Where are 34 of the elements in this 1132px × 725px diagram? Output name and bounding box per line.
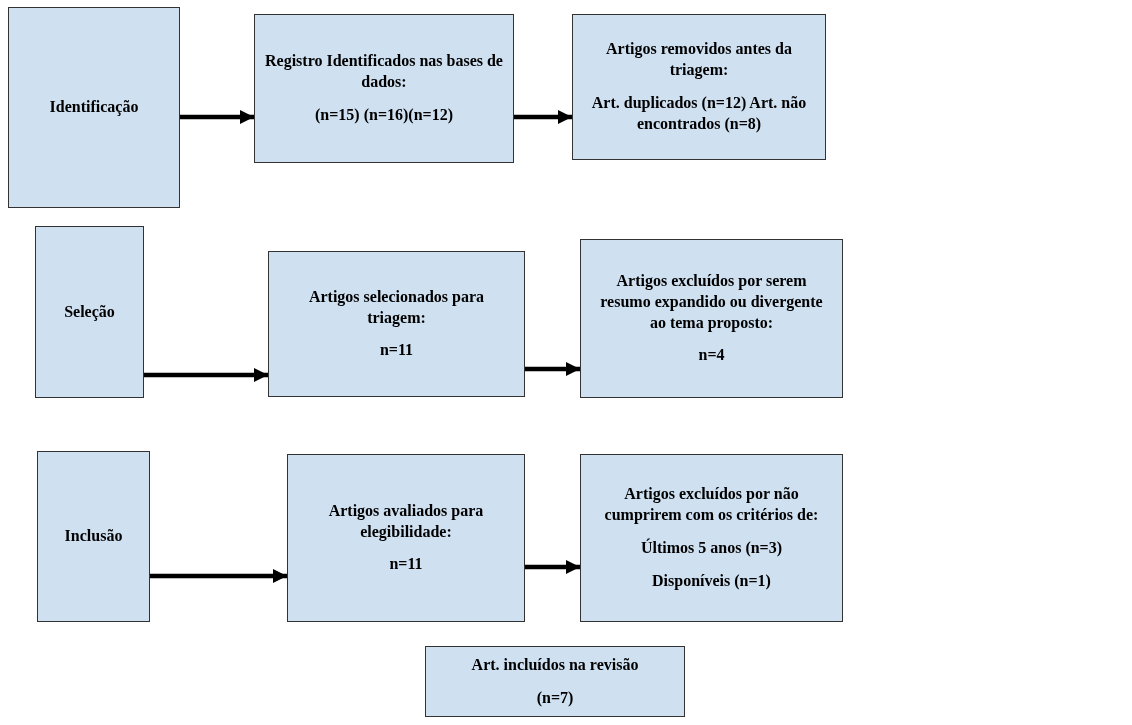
box-heading: Inclusão [64, 526, 123, 547]
process-box [580, 454, 843, 622]
box-heading: Artigos avaliados para elegibilidade: [327, 500, 485, 543]
box-text: Art. duplicados (n=12) Art. não encontrados (n=8) [590, 93, 808, 135]
box-heading: Art. incluídos na revisão [471, 654, 639, 675]
box-heading: Identificação [49, 97, 139, 118]
process-box [425, 646, 685, 717]
box-text: Últimos 5 anos (n=3) [640, 538, 783, 559]
box-text: Disponíveis (n=1) [652, 570, 771, 592]
box-heading: Artigos excluídos por serem resumo expandido ou divergente ao tema proposto: [599, 270, 824, 334]
box-text: (n=15) (n=16)(n=12) [315, 104, 453, 126]
box-text: (n=7) [536, 687, 574, 709]
arrow [144, 367, 268, 383]
process-box [572, 14, 826, 160]
arrow [514, 109, 572, 125]
box-heading: Registro Identificados nas bases de dados: [265, 51, 503, 93]
box-heading: Seleção [64, 301, 115, 323]
arrow [150, 568, 287, 584]
box-text: n=4 [698, 345, 725, 366]
box-text: n=11 [379, 340, 414, 361]
box-heading: Artigos removidos antes da triagem: [605, 39, 793, 81]
arrow [525, 559, 580, 575]
process-box [8, 7, 180, 208]
box-text: n=11 [389, 554, 423, 575]
process-box [37, 451, 150, 622]
arrow [180, 109, 254, 125]
process-box [35, 226, 144, 398]
process-box [287, 454, 525, 622]
process-box [580, 239, 843, 398]
arrow [525, 361, 580, 377]
process-box [268, 251, 525, 397]
box-heading: Artigos excluídos por não cumprirem com os critérios de: [603, 484, 820, 526]
process-box [254, 14, 514, 163]
box-heading: Artigos selecionados para triagem: [307, 286, 486, 329]
